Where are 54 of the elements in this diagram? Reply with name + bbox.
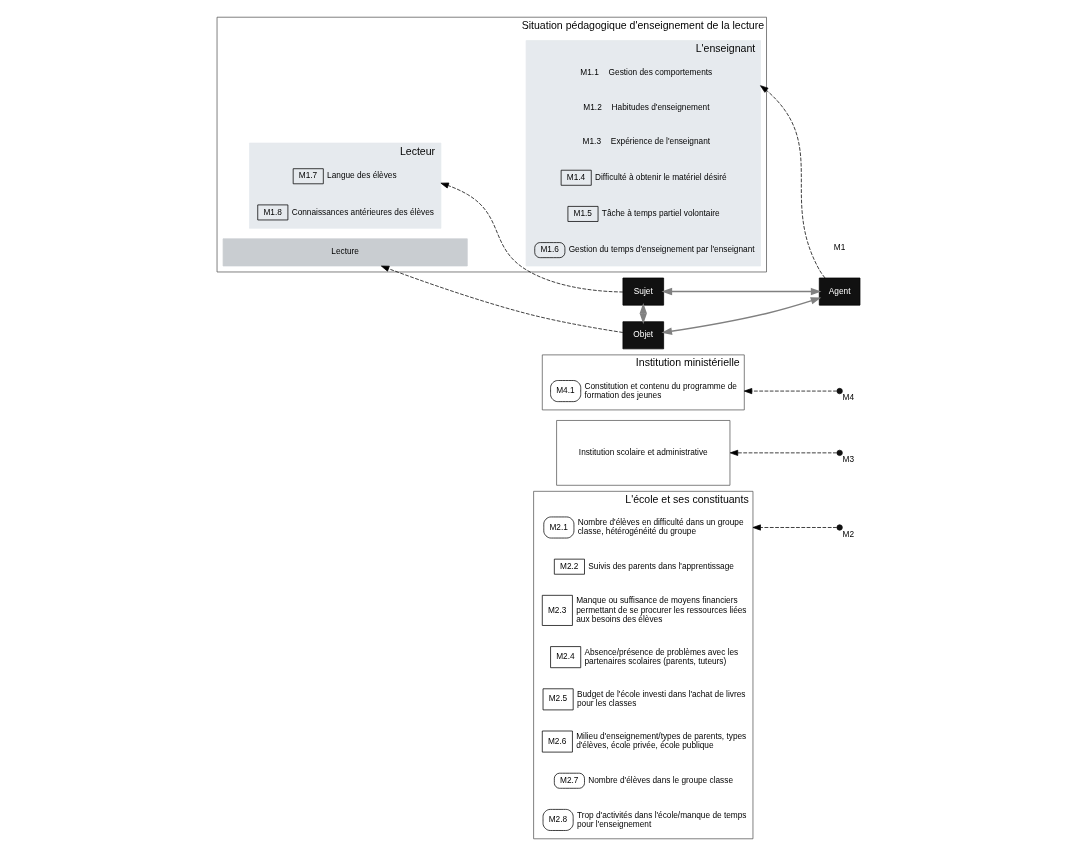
node-box: M1.7 xyxy=(292,168,324,185)
node-label: Gestion du temps d'enseignement par l'enseignant xyxy=(568,244,755,255)
node-box: Institution scolaire et administrative xyxy=(555,420,730,486)
node-text: M1.1 xyxy=(579,67,599,78)
node-label: M3 xyxy=(842,454,854,465)
arrow xyxy=(661,287,821,296)
node-box: M2.5 xyxy=(542,688,574,711)
node-box: M1.5 xyxy=(567,206,598,222)
node-box: Agent xyxy=(818,277,860,306)
node-label: Manque ou suffisance de moyens financiers permettant de se procurer les ressources liées aux besoins des élèves xyxy=(575,595,747,624)
node-label: Expérience de l'enseignant xyxy=(610,136,710,147)
node-box: Objet xyxy=(622,321,664,350)
node-box: M1.4 xyxy=(560,169,592,186)
arrow xyxy=(759,85,825,279)
arrow xyxy=(729,449,837,456)
node-label: Tâche à temps partiel volontaire xyxy=(601,208,720,219)
node-label: M4 xyxy=(842,392,854,403)
node-label: Trop d'activités dans l'école/manque de temps pour l'enseignement xyxy=(576,809,746,829)
node-label: M2 xyxy=(842,528,854,539)
label: M1 xyxy=(833,241,845,252)
node-label: Gestion des comportements xyxy=(608,67,712,78)
arrow xyxy=(440,182,623,293)
node-box: M2.3 xyxy=(541,594,573,626)
node-label: Absence/présence de problèmes avec les partenaires scolaires (parents, tuteurs) xyxy=(583,646,738,666)
node-box: Lecture xyxy=(222,238,468,267)
node-label: Difficulté à obtenir le matériel désiré xyxy=(594,171,727,182)
node-label: Langue des élèves xyxy=(326,170,397,181)
node-box: M1.6 xyxy=(533,242,565,259)
node-label: Nombre d'élèves dans le groupe classe xyxy=(587,774,733,785)
node-circle xyxy=(836,449,843,456)
node-label: Nombre d'élèves en difficulté dans un groupe classe, hétérogénéité du groupe xyxy=(577,517,743,537)
node-box: M2.4 xyxy=(549,646,581,669)
node-label: Habitudes d'enseignement xyxy=(611,101,709,112)
arrow xyxy=(380,265,623,333)
node-circle xyxy=(836,524,843,531)
node-box: M2.2 xyxy=(553,558,585,575)
node-label: Milieu d'enseignement/types de parents, types d'élèves, école privée, école publique xyxy=(575,731,746,751)
node-label: Connaissances antérieures des élèves xyxy=(291,206,434,217)
node-label: Budget de l'école investi dans l'achat de livres pour les classes xyxy=(576,688,745,708)
node-box: M2.7 xyxy=(553,772,585,789)
node-box: M1.8 xyxy=(256,204,288,221)
node-box: M2.8 xyxy=(542,809,574,831)
node-text: M1.3 xyxy=(582,136,601,147)
node-box: M4.1 xyxy=(549,380,581,402)
arrow xyxy=(743,388,837,395)
node-circle xyxy=(836,387,843,395)
node-box: Sujet xyxy=(622,277,664,306)
node-box: M2.1 xyxy=(542,516,574,539)
arrow xyxy=(752,524,837,531)
arrow xyxy=(660,297,821,335)
node-label: Constitution et contenu du programme de formation des jeunes xyxy=(583,380,737,400)
node-label: Suivis des parents dans l'apprentissage xyxy=(587,560,734,571)
node-text: M1.2 xyxy=(582,101,602,112)
node-box: M2.6 xyxy=(541,730,573,753)
